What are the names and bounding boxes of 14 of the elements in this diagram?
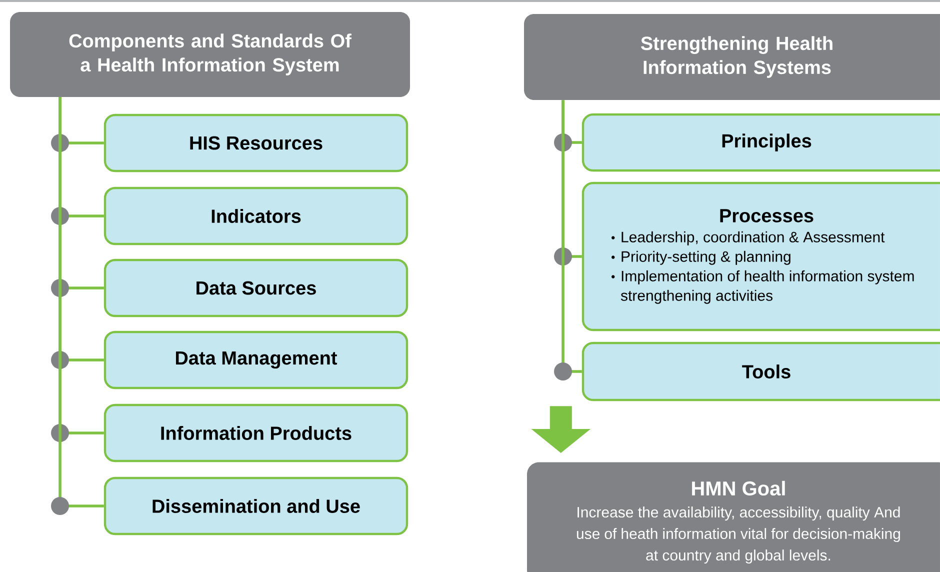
- component-box: Indicators: [104, 186, 408, 246]
- component-box: Dissemination and Use: [104, 476, 408, 536]
- connector-line: [51, 97, 104, 515]
- component-box: Data Sources: [104, 258, 408, 318]
- header-box: Strengthening Health Information Systems: [524, 14, 940, 100]
- component-box: Tools: [582, 342, 940, 402]
- header-box: Components and Standards Of a Health Information System: [10, 12, 410, 97]
- component-box: Information Products: [104, 404, 408, 462]
- goal-box: HMN Goal Increase the availability, accessibility, quality And use of heath information vital for decision-making at country and global levels.: [527, 462, 940, 572]
- component-box: Data Management: [104, 330, 408, 390]
- component-box: Principles: [582, 113, 940, 172]
- process-box: Processes Leadership, coordination & Assessment Priority-setting & planning Implementation of health information system strengthening activities: [582, 182, 940, 332]
- component-box: HIS Resources: [104, 114, 408, 172]
- connector-line: [554, 100, 582, 380]
